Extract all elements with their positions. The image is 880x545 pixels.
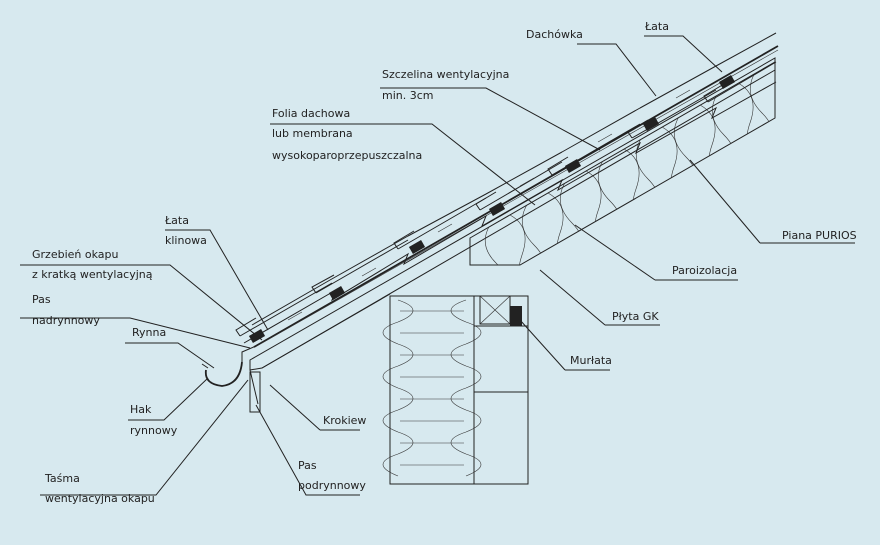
label-hak-1: Hak (130, 403, 152, 416)
rafter (249, 57, 776, 405)
roof-membrane (253, 45, 779, 348)
label-plyta: Płyta GK (612, 310, 659, 323)
label-grzebien-2: z kratką wentylacyjną (32, 268, 153, 281)
wall-plate (479, 295, 522, 326)
label-tasma-2: wentylacyjna okapu (45, 492, 155, 505)
label-szczelina-1: Szczelina wentylacyjna (382, 68, 509, 81)
ventilation-arrows (287, 89, 691, 321)
label-pas-nad-1: Pas (32, 293, 51, 306)
label-dachowka: Dachówka (526, 28, 583, 41)
label-piana: Piana PURIOS (782, 229, 857, 242)
label-folia-3: wysokoparoprzepuszczalna (272, 149, 422, 162)
masonry-wall (382, 295, 529, 485)
label-pas-pod-2: podrynnowy (298, 479, 366, 492)
label-hak-2: rynnowy (130, 424, 178, 437)
labels: Dachówka Łata Szczelina wentylacyjna min… (32, 20, 857, 505)
label-grzebien-1: Grzebień okapu (32, 248, 118, 261)
leader-lines (20, 35, 855, 496)
label-lata-klinowa-1: Łata (164, 214, 189, 227)
soffit-board (249, 371, 261, 413)
label-paroizolacja: Paroizolacja (672, 264, 737, 277)
label-rynna: Rynna (132, 326, 166, 339)
label-murlata: Murłata (570, 354, 612, 367)
label-pas-nad-2: nadrynnowy (32, 314, 100, 327)
label-folia-1: Folia dachowa (272, 107, 350, 120)
label-krokiew: Krokiew (323, 414, 366, 427)
gutter (201, 345, 257, 387)
label-lata-top: Łata (644, 20, 669, 33)
label-lata-klinowa-2: klinowa (165, 234, 207, 247)
label-folia-2: lub membrana (272, 127, 353, 140)
label-pas-pod-1: Pas (298, 459, 317, 472)
label-tasma-1: Taśma (44, 472, 80, 485)
label-szczelina-2: min. 3cm (382, 89, 434, 102)
